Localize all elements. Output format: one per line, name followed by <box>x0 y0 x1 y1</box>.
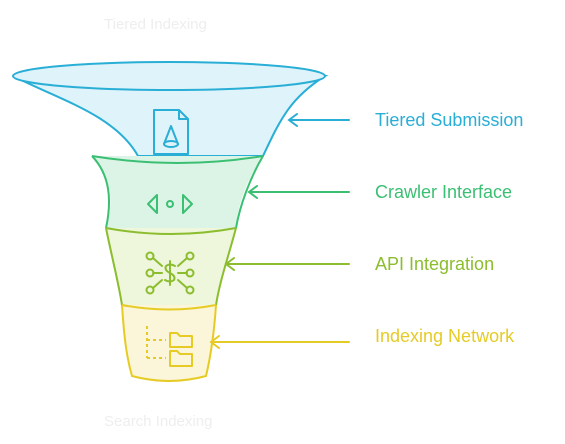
label-crawler-interface: Crawler Interface <box>375 182 512 202</box>
code-brackets-icon <box>147 194 193 214</box>
document-cone-icon <box>153 109 189 155</box>
label-tiered-submission: Tiered Submission <box>375 110 523 130</box>
label-indexing-network: Indexing Network <box>375 326 515 346</box>
folder-tree-icon <box>146 326 193 367</box>
connector-crawler-interface <box>247 185 350 199</box>
top-caption: Tiered Indexing <box>104 16 207 33</box>
funnel-stage-api-integration <box>105 227 237 306</box>
funnel-stage-crawler-interface <box>91 155 264 229</box>
bottom-caption: Search Indexing <box>104 413 212 430</box>
connector-indexing-network <box>209 335 350 349</box>
label-api-integration: API Integration <box>375 254 494 274</box>
funnel-stage-indexing-network <box>121 304 217 382</box>
funnel-stage-tiered-submission <box>12 61 329 157</box>
connector-api-integration <box>224 257 350 271</box>
dollar-network-icon <box>145 251 195 295</box>
connector-tiered-submission <box>287 113 350 127</box>
